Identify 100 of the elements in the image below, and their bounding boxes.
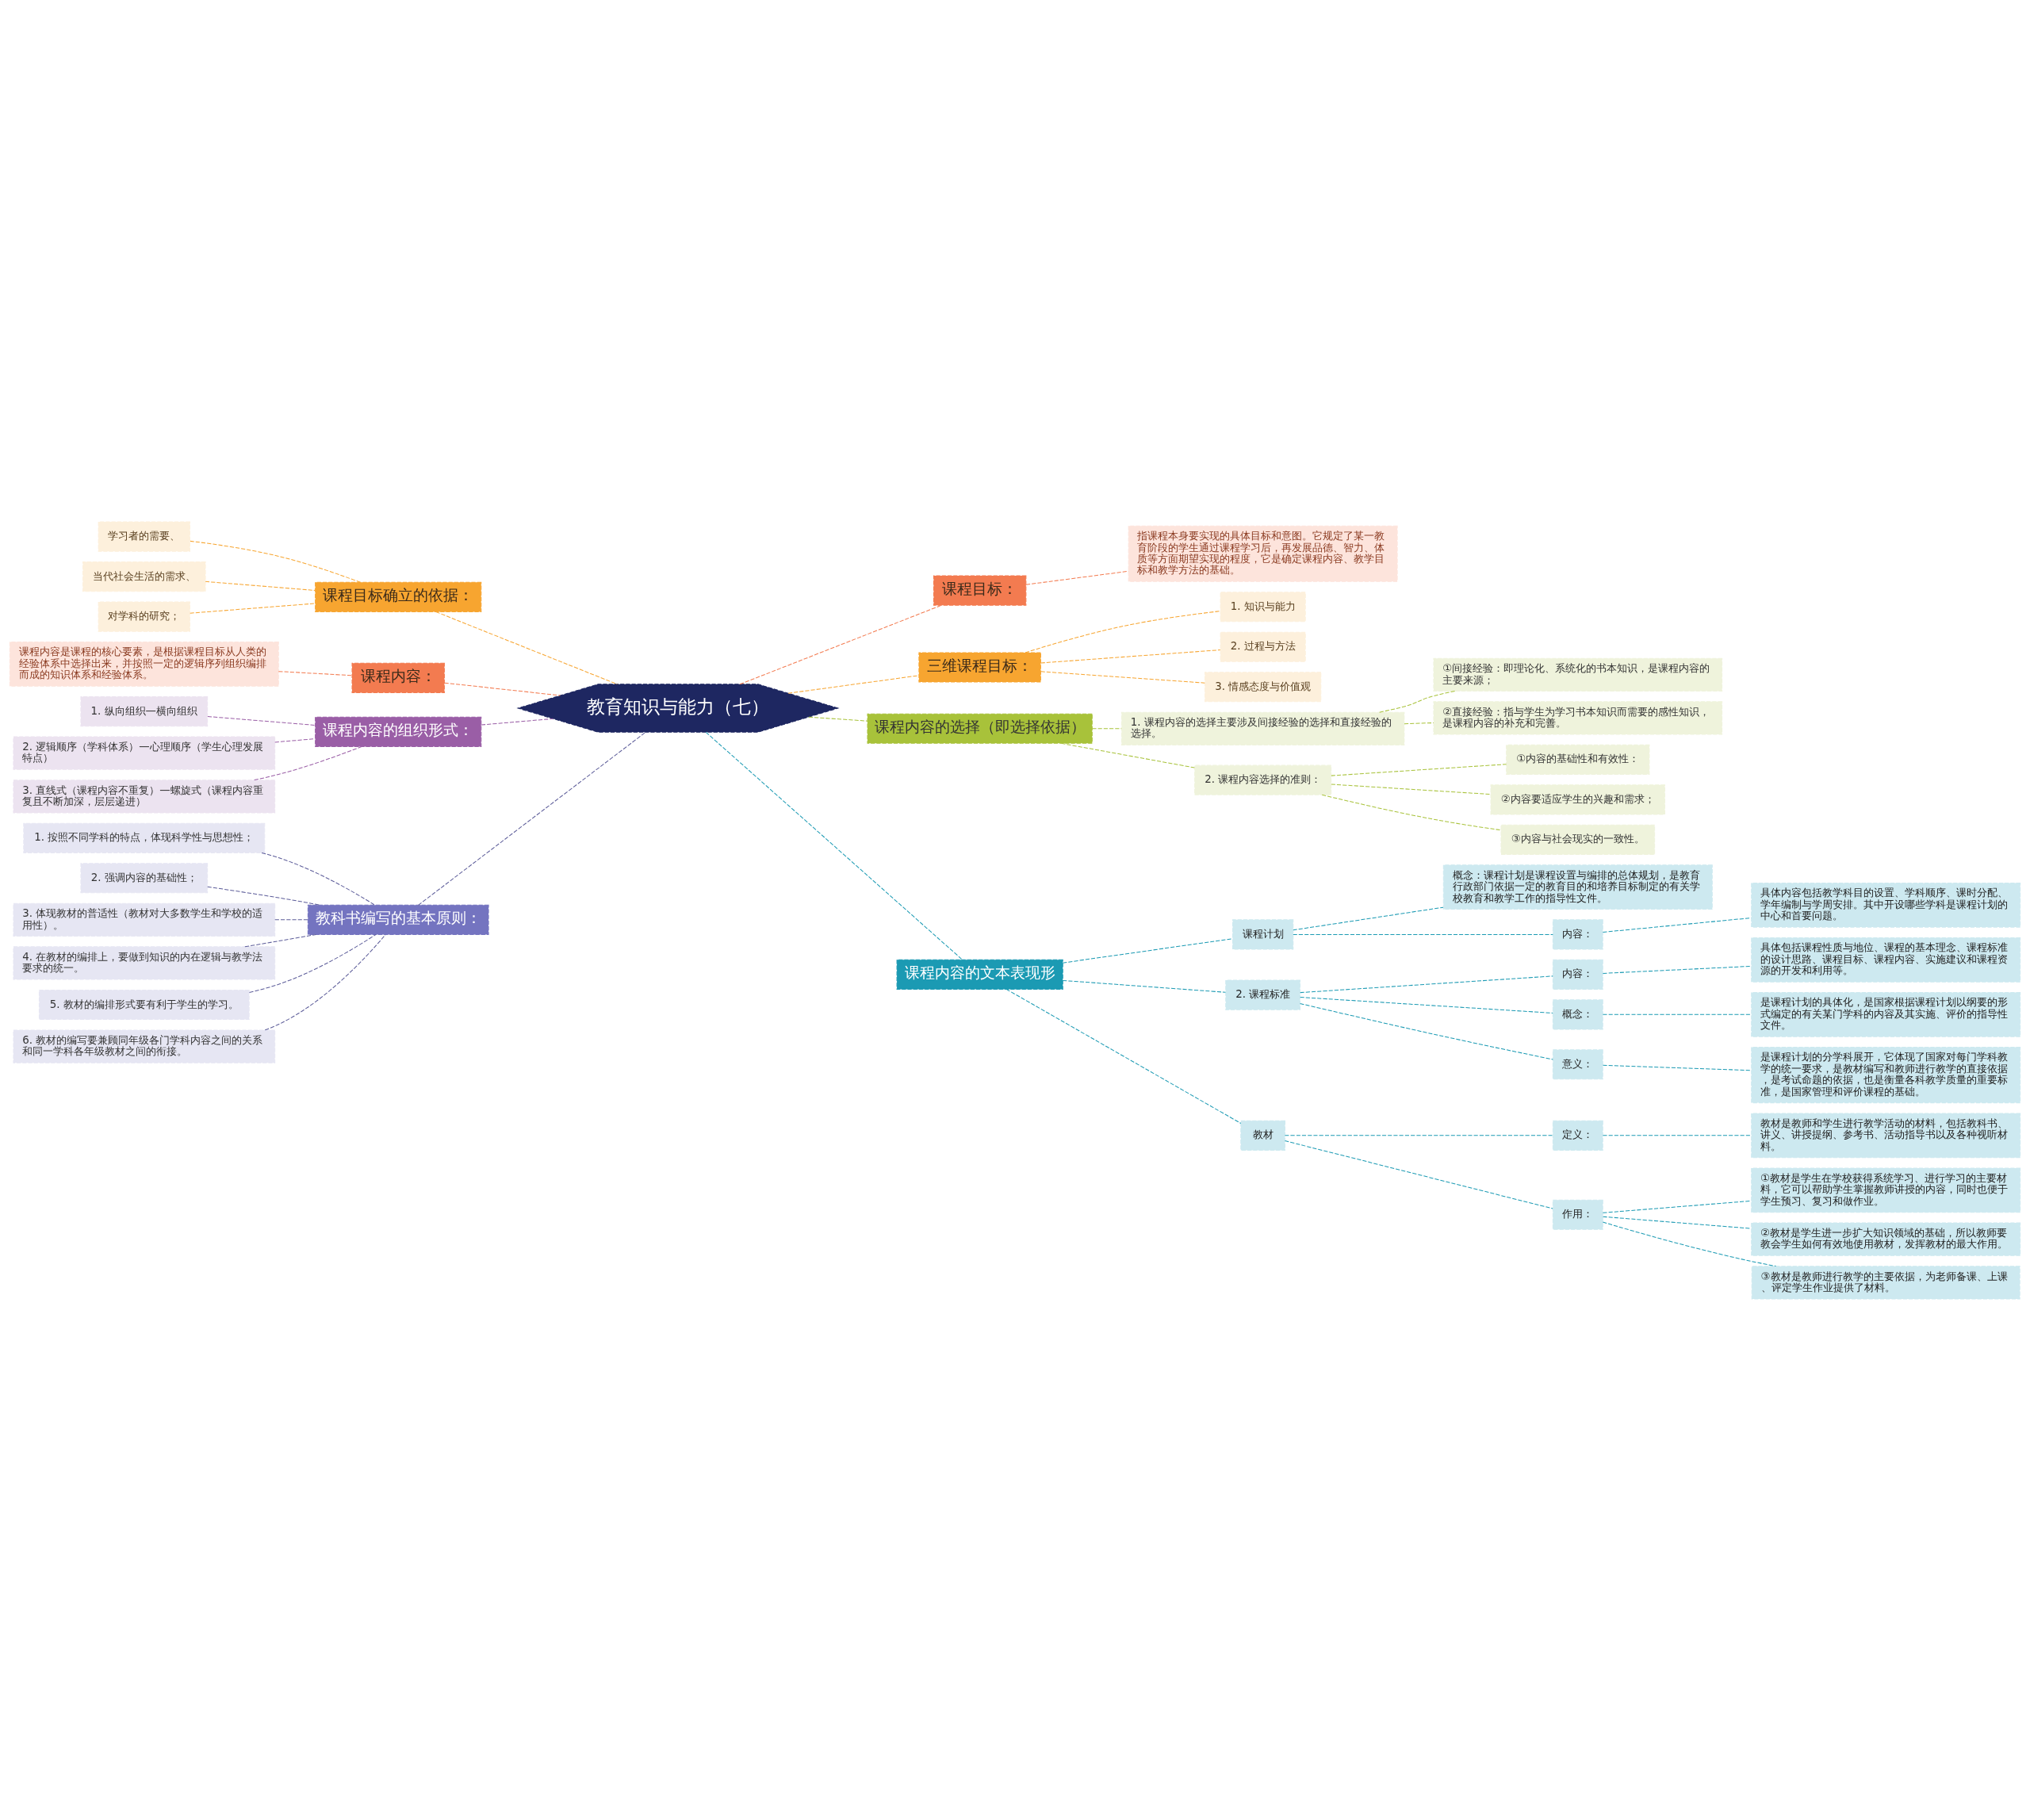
connector [1091,727,1122,729]
connector [1602,1013,1752,1015]
connector [1331,763,1507,776]
connector [1602,917,1752,933]
node-box: 教科书编写的基本原则： [307,904,489,935]
node-box: 1. 课程内容的选择主要涉及间接经验的选择和直接经验的选择。 [1120,711,1405,745]
connector [1062,937,1233,964]
connector [1040,649,1221,663]
connector [274,738,316,742]
connector [1602,1064,1752,1071]
connector [1300,996,1553,1013]
connector [481,718,553,726]
node-box: 是课程计划的具体化，是国家根据课程计划以纲要的形式编定的有关某门学科的内容及其实施、评价的指导性文件。 [1751,991,2021,1037]
connector [435,611,618,684]
node-box: ②内容要适应学生的兴趣和需求； [1490,784,1666,814]
node-box: 3. 情感态度与价值观 [1204,671,1322,702]
connector [1040,670,1205,684]
node-box: 2. 课程内容选择的准则： [1194,764,1332,795]
node-box: 具体包括课程性质与地位、课程的基本理念、课程标准的设计思路、课程目标、课程内容、实施建议和课程资源的开发和利用等。 [1751,937,2021,983]
node-box: 课程内容是课程的核心要素，是根据课程目标从人类的经验体系中选择出来，并按照一定的逻辑序列组织编排而成的知识体系和经验体系。 [9,641,279,687]
node-box: 内容： [1552,918,1603,949]
node-box: 教材是教师和学生进行教学活动的材料，包括教科书、讲义、讲授提纲、参考书、活动指导书以及各种视听材料。 [1751,1113,2021,1158]
node-box: 意义： [1552,1048,1603,1079]
connector [1404,722,1434,724]
connector [1062,979,1226,993]
node-box: 内容： [1552,959,1603,990]
node-box: 指课程本身要实现的具体目标和意图。它规定了某一教育阶段的学生通过课程学习后，再发展品德、智力、体质等方面期望实现的程度，它是确定课程内容、教学目标和教学方法的基础。 [1128,525,1398,582]
connector [190,602,316,614]
node-box: 学习者的需要、 [98,521,190,552]
connector [1293,906,1444,930]
node-box: ①间接经验：即理论化、系统化的书本知识，是课程内容的主要来源； [1433,657,1723,692]
node-box: 2. 过程与方法 [1220,631,1306,662]
node-box: 定义： [1552,1120,1603,1151]
node-box: 6. 教材的编写要兼顾同年级各门学科内容之间的关系和同一学科各年级教材之间的衔接。 [13,1029,276,1063]
node-box: 三维课程目标： [918,651,1041,683]
node-box: 1. 按照不同学科的特点，体现科学性与思想性； [23,822,266,853]
connector [244,933,316,947]
connector [264,933,386,1030]
node-box: ③教材是教师进行教学的主要依据，为老师备课、上课、评定学生作业提供了材料。 [1751,1265,2020,1299]
connector [278,670,353,676]
connector [190,540,361,583]
connector [1602,965,1752,974]
node-box: 课程计划 [1232,918,1294,949]
node-box: 教材 [1240,1120,1285,1151]
node-box: 1. 纵向组织—横向组织 [80,695,209,726]
node-box: 课程目标： [933,575,1027,606]
connector [1060,742,1195,768]
node-box: 3. 直线式（课程内容不重复）—螺旋式（课程内容重复且不断加深，层层递进） [13,779,276,813]
connector [1300,1002,1553,1059]
node-box: 1. 知识与能力 [1220,591,1306,622]
node-box: 课程内容的选择（即选择依据） [867,713,1093,744]
connector [1025,570,1129,585]
connector [207,715,316,726]
connector [205,580,316,591]
node-box: 课程内容： [351,662,445,693]
node-box: ①教材是学生在学校获得系统学习、进行学习的主要材料，它可以帮助学生掌握教师讲授的内容，同时也便于学生预习、复习和做作业。 [1751,1167,2021,1213]
connector [1602,1134,1752,1136]
node-box: 作用： [1552,1199,1603,1230]
connector [1285,1140,1553,1209]
node-box: 课程内容的文本表现形 [896,959,1063,990]
node-box: ②直接经验：指与学生为学习书本知识而需要的感性知识，是课程内容的补充和完善。 [1433,700,1723,734]
node-box: 2. 课程标准 [1225,979,1301,1010]
connector [1379,690,1456,713]
node-box: ②教材是学生进一步扩大知识领域的基础，所以教师要教会学生如何有效地使用教材，发挥教材的最大作用。 [1751,1222,2021,1256]
connector [1025,610,1221,653]
connector [1602,1216,1752,1229]
connector [1300,975,1553,993]
node-box: 课程目标确立的依据： [315,581,482,612]
connector [705,731,963,960]
connector [274,918,308,920]
connector [1602,1221,1777,1266]
connector [1602,1200,1752,1213]
connector [418,731,646,906]
connector [1293,933,1553,935]
connector [1285,1134,1553,1136]
connector [808,716,868,722]
connector [787,674,920,694]
node-box: 概念： [1552,998,1603,1029]
node-box: 当代社会生活的需求、 [82,561,206,592]
connector [207,886,321,906]
connector [444,682,561,695]
node-box: ③内容与社会现实的一致性。 [1500,824,1656,855]
node-box: 2. 逻辑顺序（学科体系）—心理顺序（学生心理发展特点） [13,736,276,770]
node-box: 对学科的研究； [98,601,190,632]
connector [1321,794,1502,830]
node-box: 概念：课程计划是课程设置与编排的总体规划，是教育行政部门依据一定的教育目的和培养目标制定的有关学校教育和教学工作的指导性文件。 [1442,864,1713,910]
node-box: 5. 教材的编排形式要有利于学生的学习。 [38,989,250,1020]
connector [739,604,942,684]
node-box: ①内容的基础性和有效性： [1506,744,1650,775]
node-box: 课程内容的组织形式： [315,716,482,747]
connector [1331,784,1492,795]
connector [1005,988,1242,1124]
connector [248,933,377,993]
node-box: 是课程计划的分学科展开，它体现了国家对每门学科教学的统一要求，是教材编写和教师进行教学的直接依据，是考试命题的依据，也是衡量各科教学质量的重要标准，是国家管理和评价课程的基础。 [1751,1046,2021,1103]
node-box: 4. 在教材的编排上，要做到知识的内在逻辑与教学法要求的统一。 [13,945,276,980]
node-box: 2. 强调内容的基础性； [80,862,209,893]
node-box: 具体内容包括教学科目的设置、学科顺序、课时分配、学年编制与学周安排。其中开设哪些学科是课程计划的中心和首要问题。 [1751,882,2021,928]
connector [254,745,362,780]
node-box: 3. 体现教材的普适性（教材对大多数学生和学校的适用性）。 [13,902,276,937]
connector [261,852,376,906]
